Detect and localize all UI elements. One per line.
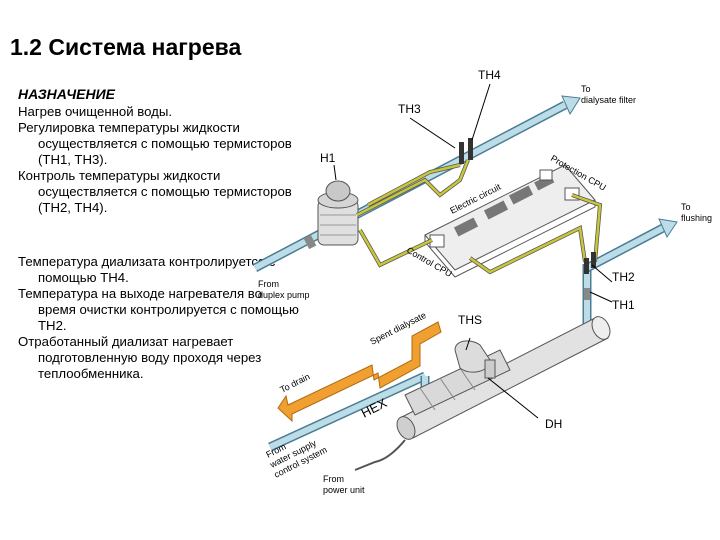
- label-dh: DH: [545, 417, 562, 431]
- label-from-duplex-2: duplex pump: [258, 290, 310, 300]
- paragraph-heat-exchanger: Отработанный диализат нагревает подготов…: [18, 334, 262, 381]
- electric-circuit-board: [424, 164, 596, 278]
- label-th3: TH3: [398, 102, 421, 116]
- paragraph-heater-output: Температура на выходе нагревателя во вре…: [18, 286, 299, 333]
- label-from-power-1: From: [323, 474, 344, 484]
- power-cable: [354, 439, 406, 471]
- paragraph-purpose: Нагрев очищенной воды.: [18, 104, 172, 119]
- label-th2: TH2: [612, 270, 635, 284]
- label-to-dialysate-2: dialysate filter: [581, 95, 636, 105]
- drain-arrow: [277, 321, 442, 423]
- heater-dh: [396, 316, 611, 440]
- label-h1: H1: [320, 151, 336, 165]
- paragraph-control: Контроль температуры жидкости осуществля…: [18, 168, 292, 215]
- paragraph-regulation: Регулировка температуры жидкости осущест…: [18, 120, 292, 167]
- thermostat-ths: [454, 340, 496, 379]
- label-from-duplex-1: From: [258, 279, 279, 289]
- thermistor-probes: [303, 138, 596, 300]
- flushing-pipe: [582, 218, 678, 330]
- section-heading: НАЗНАЧЕНИЕ: [18, 86, 115, 102]
- label-th1: TH1: [612, 298, 635, 312]
- label-to-drain: To drain: [278, 371, 311, 394]
- label-to-flushing-1: To: [681, 202, 691, 212]
- label-to-flushing-2: flushing: [681, 213, 712, 223]
- leader-lines: [333, 83, 613, 419]
- label-th4: TH4: [478, 68, 501, 82]
- paragraph-dialysate-temp: Температура диализата контролируется с п…: [18, 254, 276, 285]
- heater-h1: [317, 180, 359, 246]
- description-text: НАЗНАЧЕНИЕ Нагрев очищенной воды. Регули…: [18, 86, 300, 382]
- label-to-dialysate-1: To: [581, 84, 591, 94]
- label-ths: THS: [458, 313, 482, 327]
- page-title: 1.2 Система нагрева: [10, 34, 242, 60]
- label-from-power-2: power unit: [323, 485, 365, 495]
